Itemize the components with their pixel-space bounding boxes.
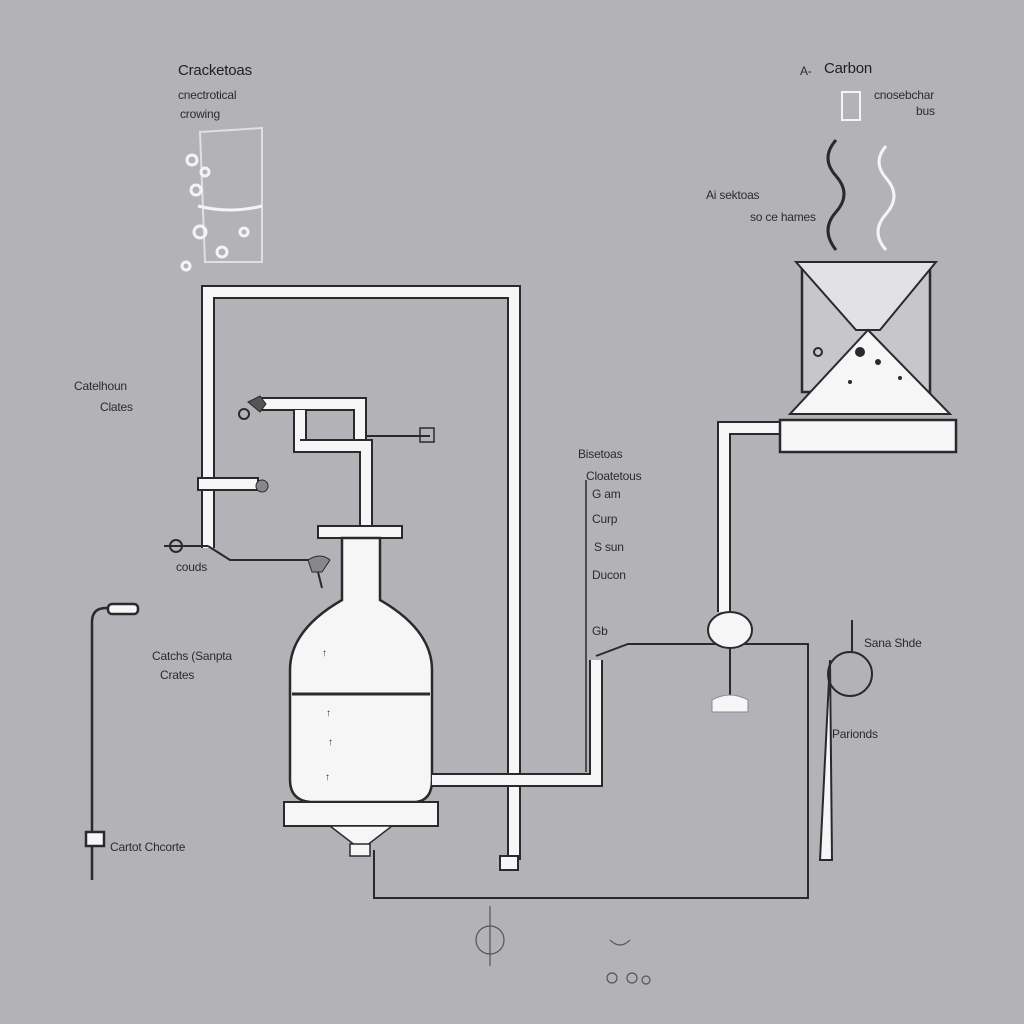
label-top-right-sub2: bus (916, 104, 935, 118)
right-side-apparatus (818, 620, 873, 861)
connecting-pipes (373, 480, 809, 899)
label-left-mid-1: Catelhoun (74, 379, 127, 393)
main-flask: ↑ ↑ ↑ ↑ (283, 525, 439, 857)
label-center-7: Gb (592, 624, 608, 638)
condenser-arm (238, 395, 435, 530)
right-riser (707, 421, 780, 713)
left-valve (164, 477, 331, 589)
label-top-right-sub1: cnosebchar (874, 88, 935, 102)
label-right-lower-2: Parionds (832, 727, 878, 741)
label-left-mid-2: Clates (100, 400, 133, 414)
label-bottom-left: Cartot Chcorte (110, 840, 186, 854)
label-top-left-sub2: crowing (180, 107, 220, 121)
label-center-3: G am (592, 487, 621, 501)
label-left-lower-2: Crates (160, 668, 195, 682)
label-top-right-prefix: A- (800, 64, 812, 78)
top-left-beaker (180, 126, 263, 272)
svg-text:↑: ↑ (328, 737, 333, 748)
label-top-left-sub1: cnectrotical (178, 88, 237, 102)
label-right-lower-1: Sana Shde (864, 636, 922, 650)
label-right-mid-1: Ai sektoas (706, 188, 760, 202)
bottom-decorations (475, 906, 651, 985)
svg-text:↑: ↑ (325, 772, 330, 783)
label-top-right-title: Carbon (824, 60, 872, 77)
label-center-2: Cloatetous (586, 469, 642, 483)
label-right-mid-2: so ce hames (750, 210, 816, 224)
svg-text:↑: ↑ (326, 708, 331, 719)
label-center-4: Curp (592, 512, 618, 526)
funnel-apparatus (778, 91, 958, 454)
label-top-left-title: Cracketoas (178, 62, 252, 79)
left-pipe-loop (201, 285, 521, 871)
label-center-6: Ducon (592, 568, 626, 582)
left-stand (84, 602, 140, 880)
svg-text:↑: ↑ (322, 648, 327, 659)
label-center-1: Bisetoas (578, 447, 623, 461)
label-left-valve: couds (176, 560, 208, 574)
label-left-lower-1: Catchs (Sanpta (152, 649, 232, 663)
label-center-5: S sun (594, 540, 624, 554)
